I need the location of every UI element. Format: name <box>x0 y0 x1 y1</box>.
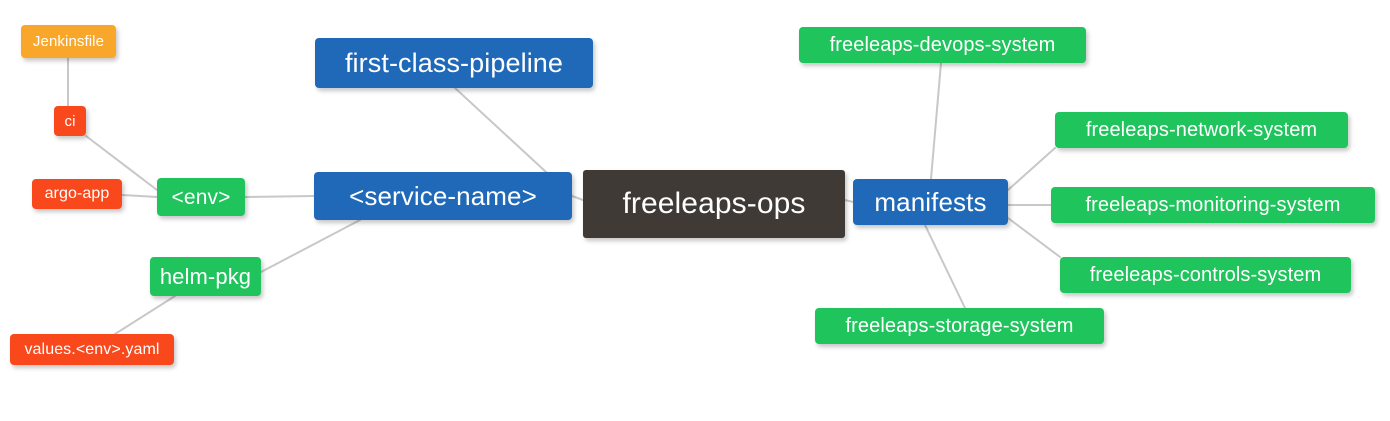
mindmap-node-argoapp[interactable]: argo-app <box>32 179 122 209</box>
edge-env-to-argoapp <box>121 194 158 198</box>
mindmap-node-pipeline[interactable]: first-class-pipeline <box>315 38 593 88</box>
mindmap-node-label: manifests <box>874 187 987 217</box>
mindmap-node-label: ci <box>64 112 76 130</box>
mindmap-node-label: freeleaps-devops-system <box>829 34 1056 56</box>
edge-service-to-env <box>244 195 315 198</box>
mindmap-node-service[interactable]: <service-name> <box>314 172 572 220</box>
edge-service-to-helmpkg <box>260 219 361 273</box>
mindmap-node-storage[interactable]: freeleaps-storage-system <box>815 308 1104 344</box>
edge-manifests-to-devops <box>930 62 942 180</box>
mindmap-node-label: <service-name> <box>349 181 537 211</box>
mindmap-node-network[interactable]: freeleaps-network-system <box>1055 112 1348 148</box>
mindmap-node-label: Jenkinsfile <box>32 33 105 50</box>
mindmap-node-label: first-class-pipeline <box>344 47 564 78</box>
mindmap-node-label: values.<env>.yaml <box>24 340 160 358</box>
mindmap-node-ci[interactable]: ci <box>54 106 86 136</box>
edge-manifests-to-storage <box>924 224 966 309</box>
mindmap-node-label: freeleaps-ops <box>622 187 806 220</box>
mindmap-node-valuesyaml[interactable]: values.<env>.yaml <box>10 334 174 365</box>
mindmap-node-monitoring[interactable]: freeleaps-monitoring-system <box>1051 187 1375 223</box>
edge-helmpkg-to-valuesyaml <box>114 295 176 335</box>
mindmap-node-label: freeleaps-controls-system <box>1089 264 1322 286</box>
mindmap-node-label: freeleaps-storage-system <box>845 315 1074 337</box>
mindmap-node-manifests[interactable]: manifests <box>853 179 1008 225</box>
mindmap-node-controls[interactable]: freeleaps-controls-system <box>1060 257 1351 293</box>
mindmap-node-label: argo-app <box>44 185 110 202</box>
mindmap-node-label: freeleaps-monitoring-system <box>1085 194 1341 216</box>
mindmap-node-label: helm-pkg <box>159 263 252 289</box>
mindmap-node-label: freeleaps-network-system <box>1085 119 1318 141</box>
mindmap-node-root[interactable]: freeleaps-ops <box>583 170 845 238</box>
mindmap-node-jenkinsfile[interactable]: Jenkinsfile <box>21 25 116 58</box>
edge-root-to-service <box>571 195 584 201</box>
mindmap-node-env[interactable]: <env> <box>157 178 245 216</box>
mindmap-node-devops[interactable]: freeleaps-devops-system <box>799 27 1086 63</box>
edge-manifests-to-controls <box>1007 217 1061 258</box>
edge-manifests-to-network <box>1007 147 1056 191</box>
edge-root-to-manifests <box>844 199 854 203</box>
mindmap-node-label: <env> <box>171 185 231 209</box>
mindmap-node-helmpkg[interactable]: helm-pkg <box>150 257 261 296</box>
